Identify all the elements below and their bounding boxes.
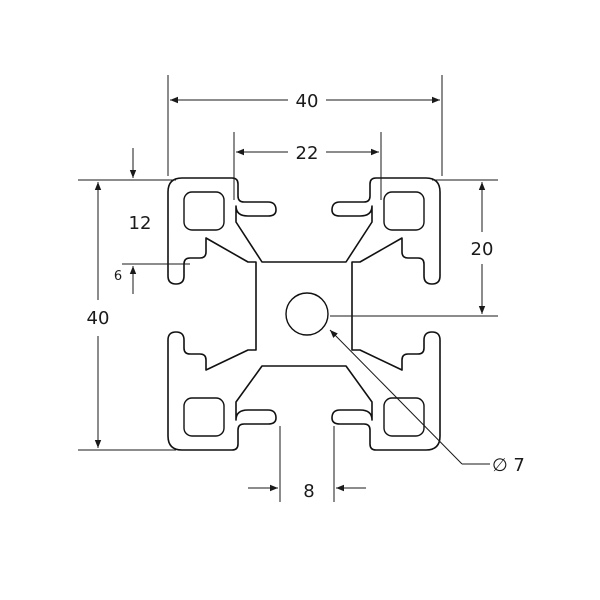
corner-cavity-bottom-right — [383, 397, 425, 437]
profile-cross-section — [167, 177, 441, 451]
dimension-slot-span: 22 — [233, 132, 382, 200]
dimension-label-small-step: 6 — [114, 269, 122, 284]
corner-cavity-top-left — [183, 191, 225, 231]
dimension-label-height-left: 40 — [87, 308, 110, 329]
dimension-label-slot-span: 22 — [296, 143, 319, 164]
dimension-upper-offset: 12 6 — [114, 148, 190, 294]
dimension-label-slot-opening: 8 — [303, 481, 314, 502]
dimension-label-upper-offset: 12 — [129, 213, 152, 234]
dimension-bore-diameter: ∅ 7 — [329, 329, 525, 476]
center-bore — [285, 292, 329, 336]
dimension-half-height: 20 — [330, 179, 498, 317]
corner-cavity-top-right — [383, 191, 425, 231]
corner-cavity-bottom-left — [183, 397, 225, 437]
dimension-width-top: 40 — [167, 75, 443, 176]
dimension-slot-opening: 8 — [248, 426, 366, 502]
dimension-label-width-top: 40 — [296, 91, 319, 112]
dimension-label-half-height: 20 — [471, 239, 494, 260]
dimension-label-bore-diameter: ∅ 7 — [492, 455, 525, 476]
dimension-height-left: 40 — [78, 179, 176, 451]
